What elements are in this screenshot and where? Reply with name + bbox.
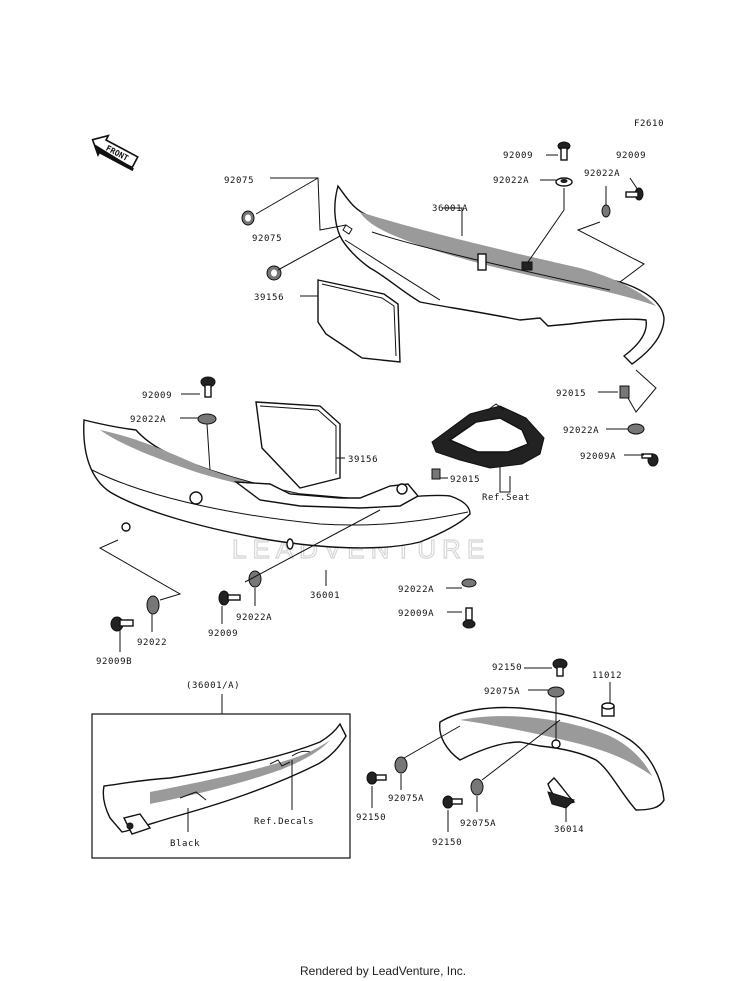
washer-92022 bbox=[146, 595, 160, 615]
label-ref-seat: Ref.Seat bbox=[482, 493, 530, 503]
washer-92022A-left bbox=[197, 413, 217, 425]
footer-credit: Rendered by LeadVenture, Inc. bbox=[300, 964, 466, 978]
grommet-92075-a bbox=[241, 210, 255, 226]
label-92009-left: 92009 bbox=[142, 391, 172, 401]
label-39156-mid: 39156 bbox=[348, 455, 378, 465]
grommet-92075A-top bbox=[547, 686, 565, 698]
label-39156-top: 39156 bbox=[254, 293, 284, 303]
screw-92009A-right bbox=[641, 453, 659, 467]
label-92022A-right2: 92022A bbox=[563, 426, 599, 436]
label-92009-top: 92009 bbox=[503, 151, 533, 161]
label-92075-mid: 92075 bbox=[252, 234, 282, 244]
label-black: Black bbox=[170, 839, 200, 849]
upper-side-cover-36001A bbox=[334, 184, 665, 365]
label-92009B: 92009B bbox=[96, 657, 132, 667]
label-92009-right: 92009 bbox=[616, 151, 646, 161]
clip-92015-right bbox=[619, 385, 630, 399]
screw-92009-top bbox=[557, 141, 571, 161]
label-92150-a: 92150 bbox=[356, 813, 386, 823]
lower-side-cover-36001 bbox=[83, 419, 471, 550]
label-92015-mid: 92015 bbox=[450, 475, 480, 485]
label-92009A-bot: 92009A bbox=[398, 609, 434, 619]
washer-92022A-right bbox=[601, 204, 611, 218]
clip-92015-mid bbox=[431, 468, 441, 480]
rear-cover-36014 bbox=[439, 706, 665, 811]
grommet-92075A-a bbox=[394, 756, 408, 774]
label-92022A-left: 92022A bbox=[130, 415, 166, 425]
inset-frame bbox=[91, 713, 351, 859]
screw-92009-right bbox=[625, 187, 644, 201]
seat-bracket-ref bbox=[431, 403, 545, 469]
screw-92150-b bbox=[442, 795, 463, 809]
label-92022A-top: 92022A bbox=[493, 176, 529, 186]
label-92150-b: 92150 bbox=[432, 838, 462, 848]
screw-92009-bot bbox=[218, 590, 241, 606]
figure-code: F2610 bbox=[634, 119, 664, 129]
screw-92150-a bbox=[366, 771, 387, 785]
inset-36001A: (36001/A) Ref.Decals Black bbox=[91, 681, 351, 859]
screw-92009A-bot bbox=[462, 607, 476, 629]
label-92150-top: 92150 bbox=[492, 663, 522, 673]
label-92009A-right: 92009A bbox=[580, 452, 616, 462]
washer-92022A-bot bbox=[461, 578, 477, 588]
leader-lines bbox=[98, 154, 657, 652]
washer-92022A-top bbox=[555, 177, 573, 187]
label-92022: 92022 bbox=[137, 638, 167, 648]
washer-92022A-right2 bbox=[627, 423, 645, 435]
screw-92009B bbox=[110, 616, 134, 632]
label-92022A-bot: 92022A bbox=[398, 585, 434, 595]
screw-92009-left bbox=[200, 376, 216, 398]
label-11012: 11012 bbox=[592, 671, 622, 681]
label-92075A-a: 92075A bbox=[388, 794, 424, 804]
label-92075A-top: 92075A bbox=[484, 687, 520, 697]
label-36001: 36001 bbox=[310, 591, 340, 601]
gasket-39156-middle bbox=[255, 401, 341, 489]
grommet-92075A-b bbox=[470, 778, 484, 796]
label-92015-right: 92015 bbox=[556, 389, 586, 399]
label-ref-decals: Ref.Decals bbox=[254, 817, 314, 827]
label-92022A-right: 92022A bbox=[584, 169, 620, 179]
grommet-92075-b bbox=[266, 265, 282, 281]
label-36001A: 36001A bbox=[432, 204, 468, 214]
gasket-39156-upper bbox=[317, 279, 401, 363]
leader-lines-lower bbox=[371, 667, 611, 832]
label-92075A-b: 92075A bbox=[460, 819, 496, 829]
screw-92150-top bbox=[552, 658, 568, 677]
inset-title: (36001/A) bbox=[186, 681, 240, 691]
label-92009-bot: 92009 bbox=[208, 629, 238, 639]
front-arrow-icon: FRONT bbox=[91, 134, 139, 172]
label-92075-top: 92075 bbox=[224, 176, 254, 186]
label-36014: 36014 bbox=[554, 825, 584, 835]
rubber-11012 bbox=[601, 702, 615, 717]
label-92022A-bot2: 92022A bbox=[236, 613, 272, 623]
